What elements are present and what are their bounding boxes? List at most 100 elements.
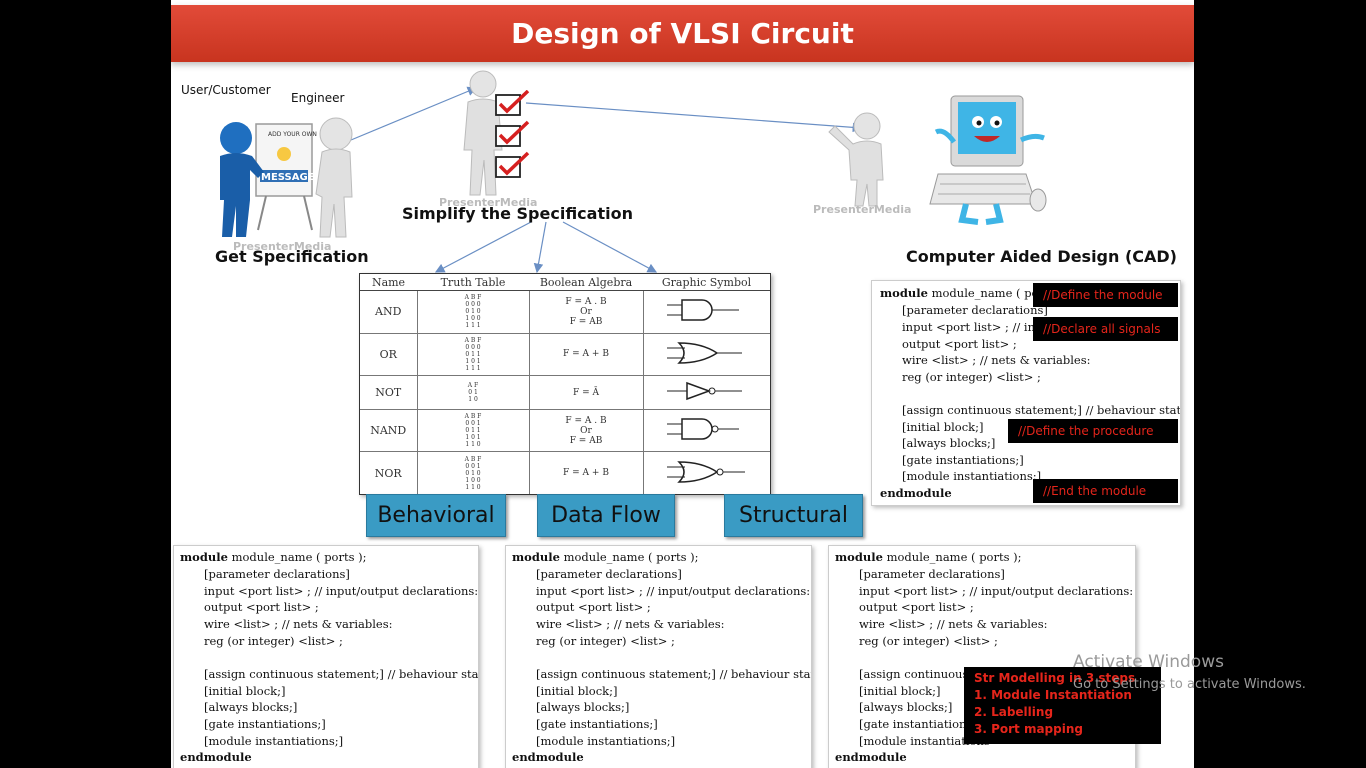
code-line: wire <list> ; // nets & variables: [204, 617, 393, 631]
code-line: endmodule [180, 750, 252, 764]
code-line: [parameter declarations] [536, 567, 682, 581]
code-line: module_name ( ports ); [882, 550, 1022, 564]
code-line: [gate instantiations;] [204, 717, 326, 731]
watermark: PresenterMedia [813, 203, 912, 216]
structural-step-item: 2. Labelling [974, 705, 1054, 719]
code-line: input <port list> ; // input/output decl… [536, 584, 811, 598]
code-line: [module instantiations;] [902, 469, 1042, 483]
watermark: PresenterMedia [439, 196, 538, 209]
code-line: output <port list> ; [902, 337, 1017, 351]
board-text-top: ADD YOUR OWN [268, 131, 317, 138]
truth-values: A B F 0 0 1 0 1 0 1 0 0 1 1 0 [417, 451, 530, 494]
code-line: [gate instantiations;] [902, 453, 1024, 467]
behavioral-box: Behavioral [366, 494, 506, 537]
code-panel-cad: module module_name ( ports ) [parameter … [871, 280, 1181, 506]
structural-steps-title: Str Modelling in 3 steps [974, 671, 1136, 685]
gate-name: AND [360, 290, 418, 334]
gate-name: NOT [360, 375, 418, 410]
code-line: reg (or integer) <list> ; [536, 634, 675, 648]
code-line: reg (or integer) <list> ; [902, 370, 1041, 384]
simplify-specification-label: Simplify the Specification [402, 204, 633, 223]
code-line: [assign continuous statement;] // behavi… [536, 667, 811, 681]
table-row: NOT A F 0 1 1 0 F = Ā [360, 375, 770, 410]
user-customer-label: User/Customer [181, 83, 271, 97]
nor-gate-symbol-icon [643, 451, 770, 494]
gate-name: NOR [360, 451, 418, 494]
code-line: [assign continuous statement;] // behavi… [902, 403, 1181, 417]
code-line: [initial block;] [859, 684, 941, 698]
code-line: [gate instantiations;] [536, 717, 658, 731]
activate-windows-hint[interactable]: Go to Settings to activate Windows. [1073, 677, 1306, 692]
code-line: wire <list> ; // nets & variables: [536, 617, 725, 631]
structural-steps-box: Str Modelling in 3 steps 1. Module Insta… [964, 667, 1161, 744]
code-line: endmodule [835, 750, 907, 764]
code-line: module_name ( ports ) [927, 286, 1063, 300]
code-line: input <port list> ; // input/output decl… [204, 584, 479, 598]
arrow-to-simplify [350, 86, 478, 141]
code-keyword: module [512, 550, 560, 564]
boolean-expr: F = Ā [529, 375, 644, 410]
boolean-expr: F = A . B Or F = AB [529, 408, 644, 452]
code-line: [always blocks;] [859, 700, 953, 714]
truth-values: A B F 0 0 1 0 1 1 1 0 1 1 1 0 [417, 408, 530, 452]
code-line: wire <list> ; // nets & variables: [859, 617, 1048, 631]
board-text-main: MESSAGE [261, 172, 315, 183]
col-header-truth: Truth Table [417, 274, 529, 291]
code-line: [initial block;] [536, 684, 618, 698]
code-line: reg (or integer) <list> ; [204, 634, 343, 648]
cad-label: Computer Aided Design (CAD) [906, 247, 1177, 266]
simplify-figure [463, 70, 503, 196]
and-gate-symbol-icon [643, 290, 770, 334]
code-line: [module instantiations;] [536, 734, 676, 748]
note-end-module: //End the module [1033, 479, 1178, 503]
code-line: wire <list> ; // nets & variables: [902, 353, 1091, 367]
boolean-expr: F = A . B Or F = AB [529, 290, 644, 334]
code-line: [parameter declarations] [204, 567, 350, 581]
code-line: [module instantiations [859, 734, 990, 748]
structural-step-item: 1. Module Instantiation [974, 688, 1132, 702]
code-line: input <port list> ; // in [902, 320, 1036, 334]
gate-name: NAND [360, 408, 418, 452]
code-line: module_name ( ports ); [559, 550, 699, 564]
code-line: [always blocks;] [204, 700, 298, 714]
boolean-expr: F = A + B [529, 332, 644, 376]
code-line: [module instantiations;] [204, 734, 344, 748]
or-gate-symbol-icon [643, 332, 770, 376]
structural-box: Structural [724, 494, 863, 537]
gate-table: Name Truth Table Boolean Algebra Graphic… [359, 273, 771, 495]
code-line: endmodule [880, 486, 952, 500]
structural-step-item: 3. Port mapping [974, 722, 1083, 736]
get-specification-label: Get Specification [215, 247, 369, 266]
gate-name: OR [360, 332, 418, 376]
note-declare-signals: //Declare all signals [1033, 317, 1178, 341]
get-spec-illustration [220, 117, 353, 238]
engineer-label: Engineer [291, 91, 345, 105]
col-header-name: Name [360, 274, 417, 291]
arrow-to-structural [562, 221, 658, 273]
code-line: module_name ( ports ); [227, 550, 367, 564]
code-line: [always blocks;] [902, 436, 996, 450]
code-line: output <port list> ; [204, 600, 319, 614]
computer-icon [929, 95, 1047, 225]
code-line: [gate instantiations;] [859, 717, 981, 731]
table-row: OR A B F 0 0 0 0 1 1 1 0 1 1 1 1 F = A +… [360, 332, 770, 376]
code-line: [parameter declarations] [859, 567, 1005, 581]
code-line: endmodule [512, 750, 584, 764]
code-keyword: module [180, 550, 228, 564]
code-line: input <port list> ; // input/output decl… [859, 584, 1134, 598]
code-panel-behavioral: module module_name ( ports ); [parameter… [173, 545, 479, 768]
code-line: [always blocks;] [536, 700, 630, 714]
not-gate-symbol-icon [643, 375, 770, 410]
truth-values: A F 0 1 1 0 [417, 375, 530, 410]
code-line: output <port list> ; [536, 600, 651, 614]
note-define-module: //Define the module [1033, 283, 1178, 307]
watermark: PresenterMedia [233, 240, 332, 253]
table-row: AND A B F 0 0 0 0 1 0 1 0 0 1 1 1 F = A … [360, 290, 770, 334]
code-keyword: module [880, 286, 928, 300]
code-line: [initial block;] [902, 420, 984, 434]
truth-values: A B F 0 0 0 0 1 1 1 0 1 1 1 1 [417, 332, 530, 376]
col-header-boolean: Boolean Algebra [529, 274, 643, 291]
code-line: [initial block;] [204, 684, 286, 698]
checklist-icon [495, 90, 530, 178]
activate-windows-title: Activate Windows [1073, 652, 1224, 672]
